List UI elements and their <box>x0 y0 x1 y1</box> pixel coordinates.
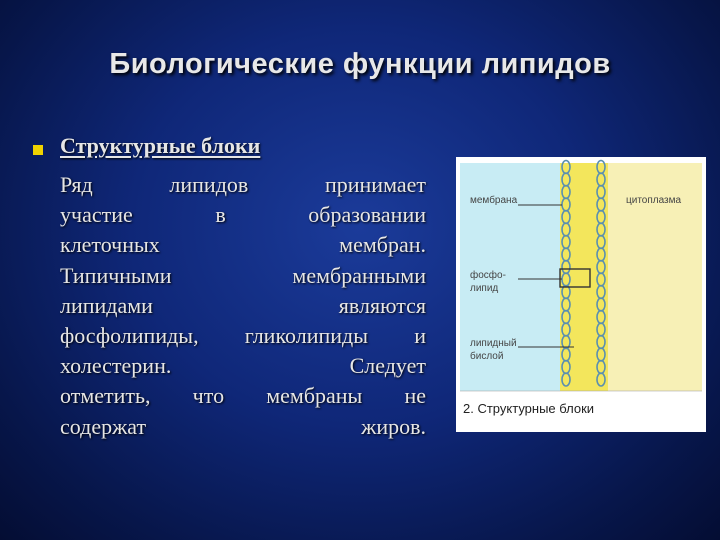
label-cytoplasm: цитоплазма <box>626 195 682 206</box>
phospholipid-highlight <box>559 268 591 288</box>
body-line: участие в образовании <box>60 202 426 228</box>
body-line: холестерин. Следует <box>60 353 426 379</box>
body-line: содержат жиров. <box>60 413 426 439</box>
label-bilayer: липидный бислой <box>470 337 517 363</box>
phospholipid-link <box>596 372 606 387</box>
body-line: фосфолипиды, гликолипиды и <box>60 323 426 349</box>
label-bilayer-line: липидный <box>470 338 517 349</box>
label-phospholipid-line: липид <box>470 283 499 294</box>
body-line: липидами являются <box>60 292 426 318</box>
figure-caption: 2. Структурные блоки <box>463 401 595 416</box>
body-line: Ряд липидов принимает <box>60 172 426 197</box>
label-membrane: мембрана <box>470 195 518 206</box>
body-text: Ряд липидов принимает участие в образова… <box>60 170 426 442</box>
bullet-heading: Структурные блоки <box>60 133 261 158</box>
body-line: Типичными мембранными <box>60 262 426 288</box>
body-line: клеточных мембран. <box>60 232 426 258</box>
phospholipid-link <box>561 372 571 387</box>
membrane-figure: мембрана цитоплазма фосфо- липид липидны… <box>456 157 706 432</box>
bilayer-chains <box>561 159 606 387</box>
body-line: отметить, что мембраны не <box>60 383 426 409</box>
membrane-band <box>560 163 608 391</box>
bullet-square <box>33 145 43 155</box>
label-bilayer-line: бислой <box>470 351 504 362</box>
label-phospholipid: фосфо- липид <box>470 269 506 295</box>
label-phospholipid-line: фосфо- <box>470 270 506 281</box>
membrane-diagram <box>460 159 702 392</box>
slide-title: Биологические функции липидов <box>109 48 611 80</box>
